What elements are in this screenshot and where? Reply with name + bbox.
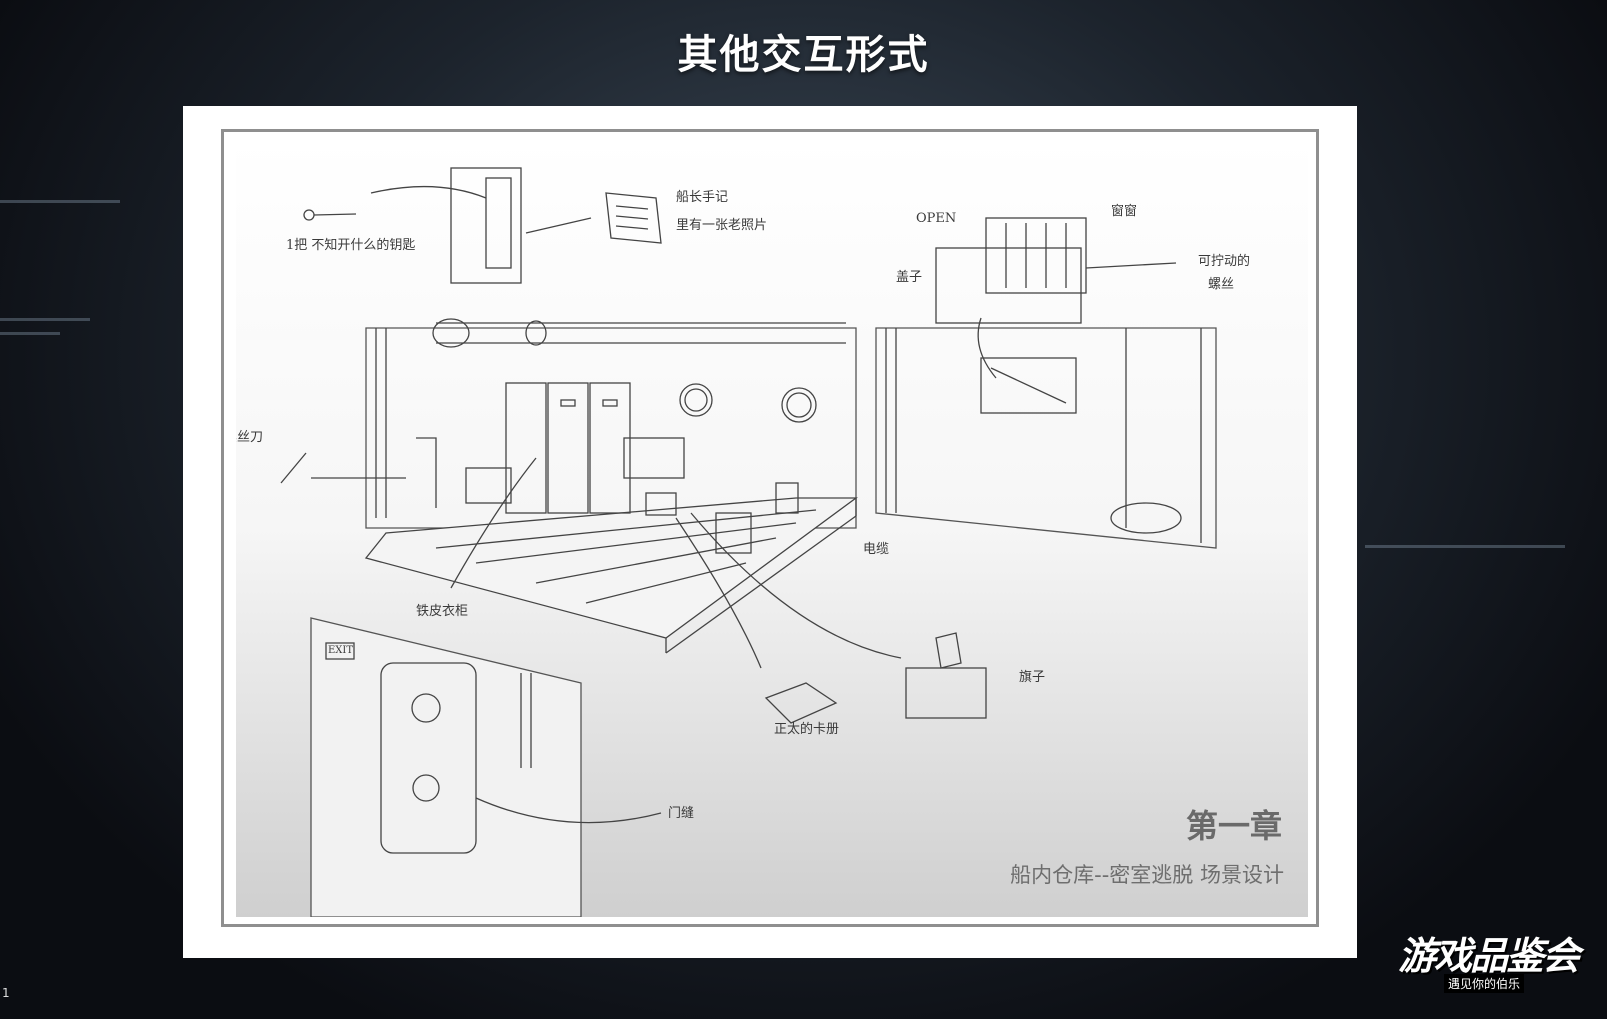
exit-sign: EXIT	[328, 645, 354, 656]
sheet-frame	[221, 129, 1319, 927]
logo-tagline: 遇见你的伯乐	[1444, 974, 1525, 993]
page-title: 其他交互形式	[677, 32, 930, 78]
annotation-lid: 盖子	[896, 270, 923, 285]
glitch-line	[0, 200, 120, 203]
annotation-screw-turnable: 可拧动的	[1198, 254, 1251, 269]
scene-subtitle: 船内仓库--密室逃脱 场景设计	[1010, 863, 1284, 887]
annotation-journal-title: 船长手记	[676, 190, 729, 205]
annotation-locker: 铁皮衣柜	[416, 604, 469, 619]
annotation-flag: 旗子	[1019, 670, 1046, 685]
annotation-card-booklet: 正太的卡册	[774, 722, 840, 737]
event-logo: 游戏品鉴会 遇见你的伯乐	[1398, 925, 1580, 1000]
glitch-line	[1365, 545, 1565, 548]
annotation-screw: 螺丝	[1208, 277, 1235, 292]
annotation-open: OPEN	[916, 211, 957, 226]
annotation-journal-photo: 里有一张老照片	[676, 218, 768, 233]
corner-mark: 1	[2, 986, 10, 1000]
annotation-screwdriver: 螺丝刀	[236, 430, 264, 445]
concept-sheet: 1把 不知开什么的钥匙 船长手记 里有一张老照片 OPEN 盖子 窗窗 可拧动的…	[183, 106, 1357, 958]
glitch-line	[0, 332, 60, 335]
sketch-area: 1把 不知开什么的钥匙 船长手记 里有一张老照片 OPEN 盖子 窗窗 可拧动的…	[236, 138, 1308, 917]
annotation-window: 窗窗	[1111, 204, 1138, 219]
annotation-key: 1把 不知开什么的钥匙	[286, 238, 416, 253]
glitch-line	[0, 318, 90, 321]
room-sketch	[280, 167, 1217, 917]
annotation-door-seam: 门缝	[668, 806, 695, 821]
annotation-cable: 电缆	[863, 542, 890, 557]
chapter-title: 第一章	[1185, 807, 1282, 845]
logo-main-text: 游戏品鉴会	[1398, 933, 1580, 978]
